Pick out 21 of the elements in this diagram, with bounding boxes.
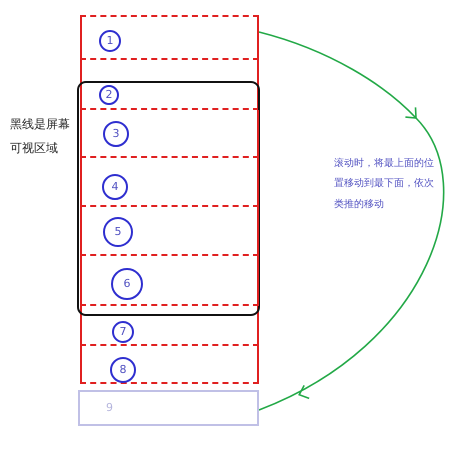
curved-arrow (258, 31, 444, 411)
list-row (80, 58, 259, 110)
number-circle: 2 (99, 85, 119, 105)
screen-frame (77, 81, 260, 316)
list-row (80, 255, 259, 306)
number-circle: 3 (103, 121, 129, 147)
list-row (80, 345, 259, 384)
number-circle: 6 (111, 268, 143, 300)
list-row (80, 206, 259, 256)
number-circle: 5 (103, 217, 133, 247)
number-circle: 7 (112, 321, 134, 343)
list-row (80, 15, 259, 60)
list-row (80, 110, 259, 158)
number-circle: 4 (102, 174, 128, 200)
number-circle: 1 (99, 30, 121, 52)
list-row (80, 305, 259, 346)
note-text: 滚动时，将最上面的位置移动到最下面，依次类推的移动 (334, 156, 435, 212)
list-row (80, 157, 259, 207)
placeholder-row: 9 (78, 390, 259, 426)
note-text: 黑线是屏幕可视区域 (10, 116, 71, 157)
number-circle: 8 (110, 357, 136, 383)
